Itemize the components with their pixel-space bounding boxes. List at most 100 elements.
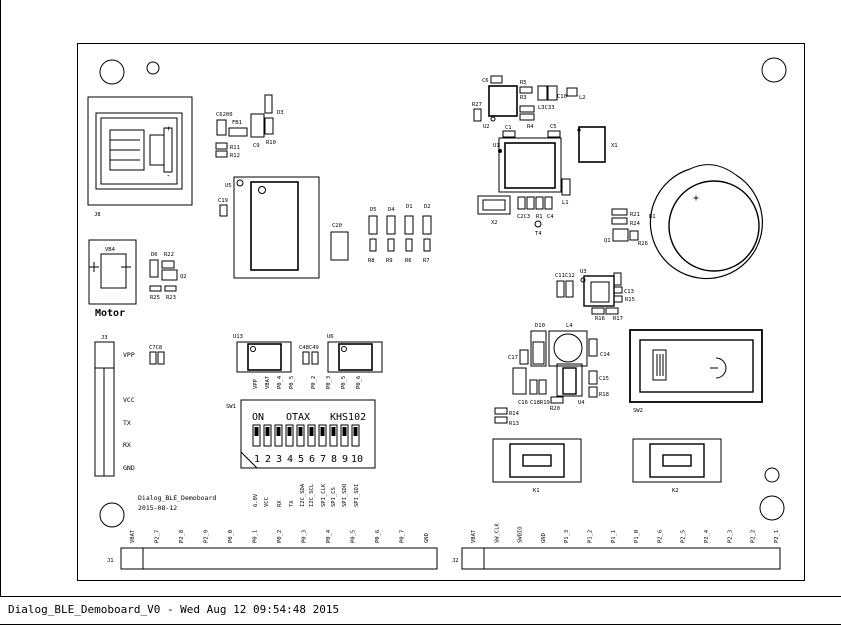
board-title: Dialog_BLE_Demoboard: [138, 494, 216, 502]
coin-cell-b1: + B1 R21 R24 Q1 R26: [604, 164, 763, 280]
j3-pin-gnd: GND: [123, 464, 135, 472]
j2-pin-p2-4: P2_4: [704, 529, 710, 543]
j2-pin-swdio: SWDIO: [518, 526, 524, 543]
dip-on-label: ON: [252, 412, 264, 423]
dip-number-10: 10: [351, 454, 363, 465]
j1-pin-p0-5: P0_5: [351, 530, 357, 543]
ref-d1: D1: [406, 204, 413, 210]
small-hole-bottom-right: [764, 467, 780, 483]
dip-knob-3: [276, 427, 281, 436]
ref-r25: R25: [150, 295, 160, 301]
usb-minus-label: -: [166, 171, 171, 180]
sw1-label-i2c-sda: I2C_SDA: [300, 483, 306, 507]
j3-pin-tx: TX: [123, 419, 131, 427]
dip-slot-2: [263, 424, 272, 447]
ref-b1: B1: [649, 214, 656, 220]
j2-pin-sw-clk: SW_CLK: [494, 522, 500, 543]
u13-pin-vbat: VBAT: [265, 375, 271, 389]
j1-pin-p0-2: P0_2: [277, 530, 283, 543]
j2-pin-gnd: GND: [541, 533, 547, 543]
regulator-section: D10 L4 C14 C17 C16 C18R19 R20 U4 C15 R18…: [494, 323, 611, 427]
dip-number-9: 9: [342, 454, 348, 465]
vibration-motor-vb4: VB4 Motor: [88, 239, 137, 319]
ref-k1: K1: [533, 488, 540, 494]
ref-j3: J3: [101, 335, 108, 341]
mounting-hole-top-left: [99, 59, 125, 85]
ref-q1: Q1: [604, 238, 611, 244]
ref-u6: U6: [327, 334, 334, 340]
j2-pin-p2-1: P2_1: [774, 530, 780, 543]
ref-sw1: SW1: [226, 404, 236, 410]
push-button-k1: K1: [492, 438, 582, 494]
dip-switch-slots: [252, 424, 360, 447]
ref-u4: U4: [578, 400, 585, 406]
u6-pin-p05: P0_5: [341, 376, 347, 389]
dip-number-3: 3: [276, 454, 282, 465]
level-shifters: U13 C48C49 U6: [233, 334, 383, 373]
ref-j1: J1: [107, 558, 114, 564]
ref-c48c49: C48C49: [299, 345, 319, 351]
ref-r27: R27: [472, 102, 482, 108]
footer-caption: Dialog_BLE_Demoboard_V0 - Wed Aug 12 09:…: [8, 603, 340, 616]
ref-u3: U3: [580, 269, 587, 275]
ref-k2: K2: [672, 488, 679, 494]
ref-c6: C6: [482, 78, 489, 84]
ref-c14: C14: [600, 352, 611, 358]
ref-r4: R4: [527, 124, 534, 130]
ref-c2c3: C2C3: [517, 214, 530, 220]
dip-knob-7: [320, 427, 325, 436]
dip-slot-1: [252, 424, 261, 447]
u6-pin-p06: P0_6: [356, 376, 362, 389]
dip-knob-10: [353, 427, 358, 436]
ref-c4: C4: [547, 214, 554, 220]
ref-r18: R18: [599, 392, 609, 398]
small-hole-top-left: [146, 61, 160, 75]
j1-pin-p0-6: P0_6: [375, 530, 381, 543]
ref-r22: R22: [164, 252, 174, 258]
dip-slot-3: [274, 424, 283, 447]
dip-model-label: KHS102: [330, 412, 366, 423]
dip-slot-4: [285, 424, 294, 447]
u6-pin-p03: P0_3: [326, 376, 332, 389]
dip-knob-9: [342, 427, 347, 436]
ref-j8: J8: [94, 212, 101, 218]
ref-r11: R11: [230, 145, 240, 151]
usb-plus-label: +: [166, 124, 171, 133]
ref-j2: J2: [452, 558, 459, 564]
u13-pin-p05: P0_5: [289, 376, 295, 389]
ref-u2: U2: [483, 124, 490, 130]
j2-pin-p1-1: P1_1: [611, 530, 617, 543]
j1-pin-p0-7: P0_7: [400, 530, 406, 543]
usb-connector-j8: + - J8: [87, 96, 193, 218]
j1-pin-p2-8: P2_8: [179, 530, 185, 543]
j1-pin-p0-3: P0_3: [302, 530, 308, 543]
sw1-label-tx: TX: [289, 500, 295, 507]
j2-pin-p2-5: P2_5: [681, 530, 687, 543]
led-group: D5 D4 D1 D2 R8 R9 R6 R7: [368, 204, 432, 264]
motor-driver-group: D6 R22 Q2 R25 R23: [149, 252, 187, 301]
j1-pin-p2-9: P2_9: [204, 530, 210, 543]
dip-slot-10: [351, 424, 360, 447]
ref-l3c33: L3C33: [538, 105, 555, 111]
j1-pin-p2-7: P2_7: [155, 530, 161, 543]
j2-pin-p1-0: P1_0: [634, 530, 640, 543]
mounting-hole-bottom-left: [99, 502, 125, 528]
ref-r8: R8: [368, 258, 375, 264]
ref-r26: R26: [638, 241, 648, 247]
dip-number-8: 8: [331, 454, 337, 465]
ref-l4: L4: [566, 323, 573, 329]
ref-sw2: SW2: [633, 408, 643, 414]
radio-section: C6 U2 R27 R5 R3 C10 L2 L3C33 R4 C1 C5 U1…: [472, 75, 618, 237]
dip-knob-8: [331, 427, 336, 436]
dip-knob-5: [298, 427, 303, 436]
ref-r21: R21: [630, 212, 640, 218]
dip-number-7: 7: [320, 454, 326, 465]
push-button-k2: K2: [632, 438, 722, 494]
j2-pin-p1-3: P1_3: [564, 530, 570, 543]
sw1-label-spi-cs: SPI_CS: [331, 487, 337, 507]
